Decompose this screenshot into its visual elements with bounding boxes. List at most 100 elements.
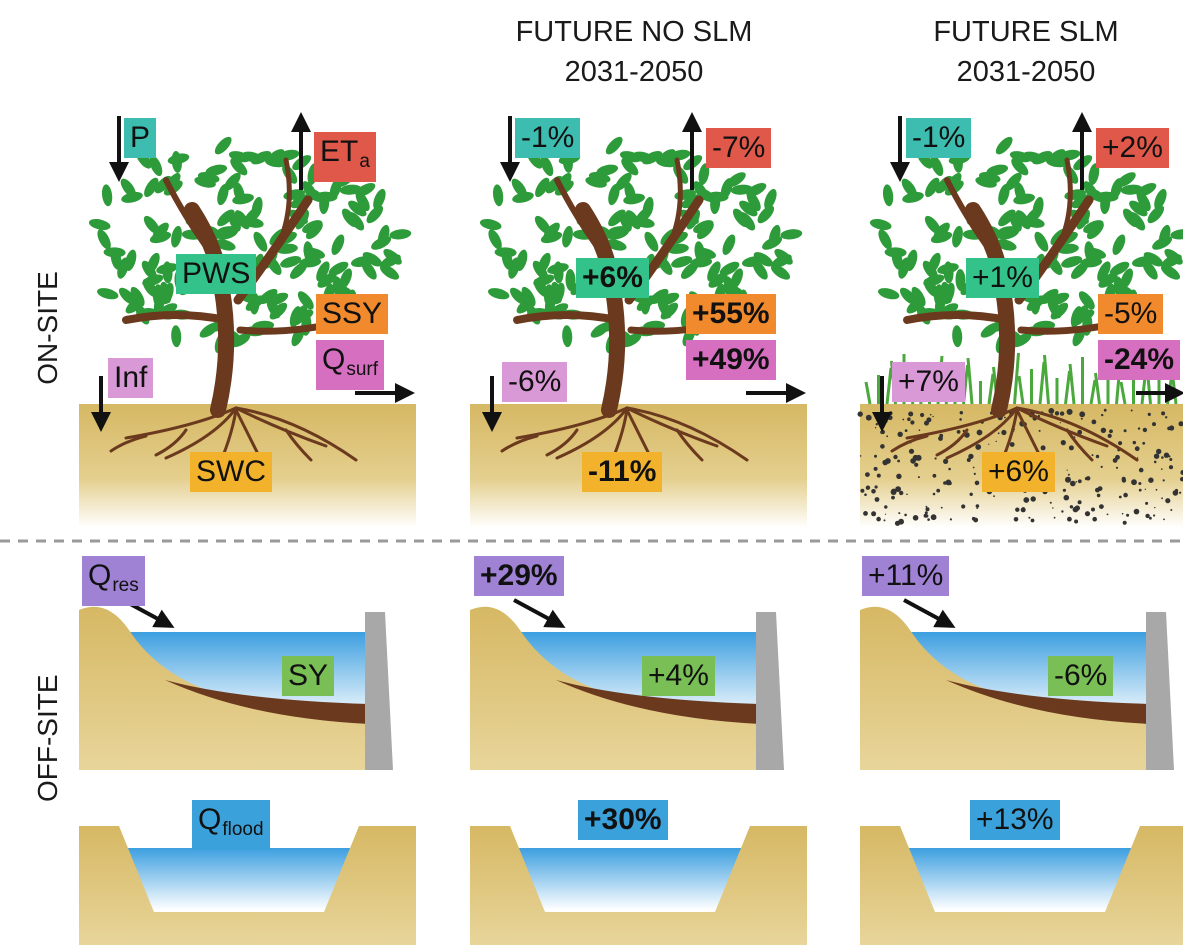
soil-pore: [1040, 445, 1046, 451]
soil-pore: [1153, 453, 1160, 459]
soil-pore: [908, 411, 914, 417]
leaf: [605, 136, 623, 155]
soil-pore: [988, 443, 990, 445]
soil-pore: [1115, 466, 1119, 469]
leaf: [730, 268, 743, 290]
soil-pore: [918, 429, 921, 432]
leaf: [770, 264, 791, 280]
soil-pore: [959, 418, 962, 421]
leaf: [230, 333, 251, 348]
soil-pore: [924, 511, 928, 515]
soil-pore: [972, 466, 975, 469]
label-eta: ETa: [314, 132, 376, 182]
label-qflood-main: Q: [198, 803, 222, 836]
label-qsurf: Qsurf: [316, 340, 385, 390]
label-ssy: SSY: [316, 294, 389, 334]
reservoir-inflow-arrow: [903, 598, 956, 628]
soil-pore: [1169, 425, 1175, 431]
leaf: [608, 209, 626, 227]
leaf: [780, 229, 803, 240]
leaf: [980, 322, 1000, 338]
soil-pore: [906, 493, 908, 496]
soil-pore: [930, 514, 937, 521]
soil-pore: [1070, 480, 1076, 487]
leaf: [521, 286, 536, 307]
soil-pore: [936, 488, 941, 493]
no-slm-swc: -11%: [582, 452, 663, 492]
leaf: [228, 151, 251, 163]
leaf: [144, 177, 159, 198]
leaf: [978, 172, 1001, 183]
leaf: [319, 192, 330, 215]
soil-pore: [891, 495, 895, 500]
soil-pore: [1137, 427, 1141, 430]
title-future-slm: FUTURE SLM 2031-2050: [826, 12, 1183, 92]
soil-pore: [1053, 516, 1056, 519]
leaf: [722, 234, 736, 255]
tree-roots: [890, 406, 1139, 474]
soil-pore: [908, 448, 915, 454]
tree: [869, 136, 1183, 474]
leaf: [171, 225, 182, 248]
leaf: [331, 234, 345, 255]
flood-water: [119, 848, 359, 910]
soil-pore: [1130, 409, 1133, 412]
leaf: [764, 188, 777, 210]
leaf: [1025, 206, 1043, 224]
leaf: [722, 284, 744, 297]
leaf: [295, 209, 309, 230]
soil-pore: [886, 435, 889, 438]
soil-pore: [1028, 516, 1031, 519]
leaf: [710, 192, 721, 215]
soil-pore: [1153, 514, 1156, 517]
soil-pore: [865, 485, 871, 490]
title-future-no-slm-line2: 2031-2050: [564, 56, 704, 88]
leaf: [1112, 234, 1126, 255]
soil-pore: [959, 411, 963, 415]
soil-pore: [961, 504, 966, 509]
leaf: [553, 261, 564, 284]
soil-pore: [1168, 465, 1174, 470]
soil-pore: [1069, 505, 1074, 509]
soil-pore: [917, 476, 920, 479]
leaf: [671, 256, 693, 268]
leaf: [1088, 163, 1100, 185]
leaf: [512, 191, 534, 203]
soil-pore: [1144, 488, 1147, 490]
label-off-site: OFF-SITE: [32, 674, 63, 802]
leaf: [217, 183, 229, 206]
leaf: [171, 325, 182, 348]
flood-water: [900, 848, 1140, 910]
leaf: [149, 155, 163, 177]
title-future-no-slm: FUTURE NO SLM 2031-2050: [434, 12, 834, 92]
label-eta-sub: a: [359, 151, 370, 172]
leaf: [590, 322, 610, 338]
leaf: [1131, 256, 1154, 267]
leaf: [199, 322, 219, 338]
tree-root: [234, 406, 358, 462]
dam: [1146, 612, 1174, 770]
slm-sy: -6%: [1048, 656, 1114, 696]
leaf: [96, 288, 119, 300]
soil-pore: [1091, 454, 1094, 457]
soil-pore: [876, 473, 881, 478]
soil-pore: [1060, 440, 1066, 446]
soil-pore: [865, 472, 870, 477]
soil-pore: [1161, 468, 1163, 470]
slm-qflood: +13%: [970, 800, 1060, 840]
soil-pore: [976, 507, 978, 510]
leaf: [1058, 149, 1081, 161]
leaf: [693, 181, 709, 201]
label-qsurf-main: Q: [322, 343, 346, 376]
soil-pore: [974, 480, 980, 486]
soil-pore: [1123, 429, 1127, 433]
soil-pore: [1100, 465, 1103, 468]
soil-pore: [1162, 479, 1165, 482]
title-future-slm-line1: FUTURE SLM: [933, 16, 1119, 48]
soil-pore: [1077, 479, 1082, 484]
soil-pore: [956, 430, 961, 434]
no-slm-qres: +29%: [474, 556, 564, 596]
leaf: [934, 291, 947, 314]
flood-channel-banks: [79, 826, 416, 945]
